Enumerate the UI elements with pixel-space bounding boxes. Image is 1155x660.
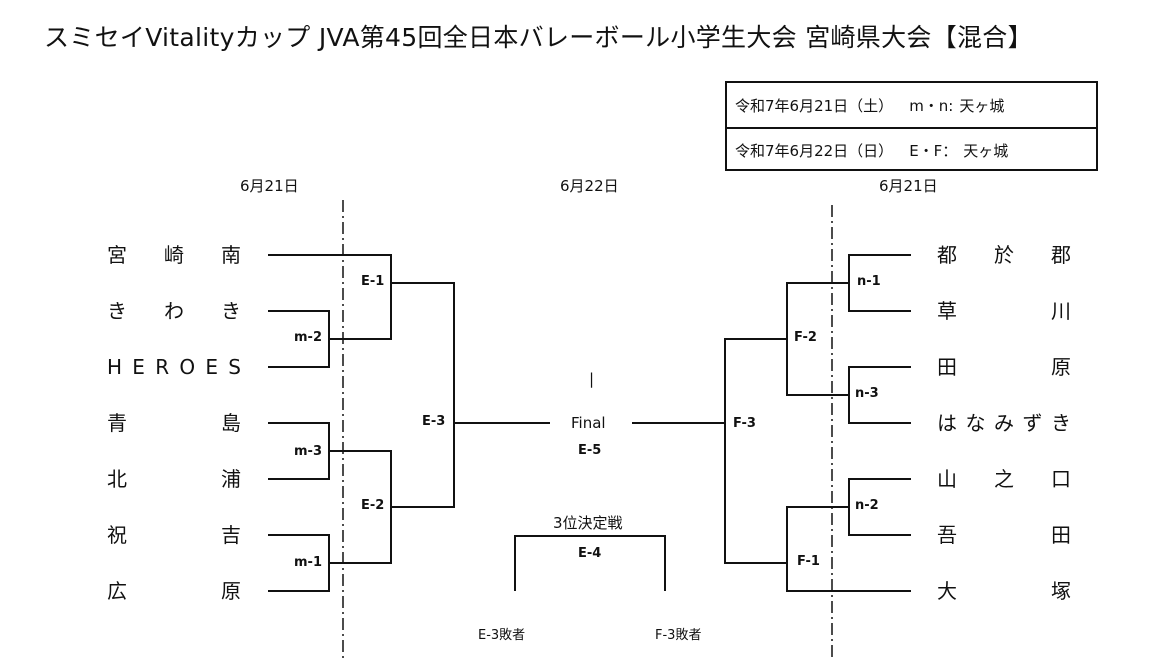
match-label-n3: n-3 <box>855 386 879 401</box>
team-char: 塚 <box>1051 579 1071 603</box>
date-left: 6月21日 <box>240 177 299 195</box>
team-char: 北 <box>107 467 127 491</box>
team-left: 北浦 <box>107 467 241 491</box>
team-left: きわき <box>107 299 241 323</box>
team-char: 田 <box>1051 523 1071 547</box>
match-label-e4: E-4 <box>578 546 602 561</box>
schedule-row: 令和7年6月21日（土） m・n: 天ヶ城 <box>727 83 1096 127</box>
match-label-m3: m-3 <box>294 444 322 459</box>
team-char: わ <box>164 299 184 323</box>
date-right: 6月21日 <box>879 177 938 195</box>
third-place-title: 3位決定戦 <box>553 514 623 532</box>
page-title: スミセイVitalityカップ JVA第45回全日本バレーボール小学生大会 宮崎… <box>44 23 1033 52</box>
match-f1-line <box>786 506 911 592</box>
match-label-m1: m-1 <box>294 555 322 570</box>
schedule-date: 令和7年6月22日（日） <box>735 141 894 160</box>
team-right: 都於郡 <box>937 243 1071 267</box>
team-char: 南 <box>221 243 241 267</box>
team-right: 田原 <box>937 355 1071 379</box>
third-place-line <box>514 535 666 591</box>
team-char: 吉 <box>221 523 241 547</box>
schedule-row: 令和7年6月22日（日） E・F： 天ヶ城 <box>727 127 1096 171</box>
team-right: はなみずき <box>937 411 1071 435</box>
match-label-n2: n-2 <box>855 498 879 513</box>
team-char: 崎 <box>164 243 184 267</box>
team-left: 宮崎南 <box>107 243 241 267</box>
team-char: R <box>155 355 170 379</box>
team-right: 大塚 <box>937 579 1071 603</box>
team-char: ず <box>1022 411 1043 435</box>
match-label-f2: F-2 <box>794 330 817 345</box>
schedule-date: 令和7年6月21日（土） <box>735 96 894 115</box>
team-char: 宮 <box>107 243 127 267</box>
team-char: 田 <box>937 355 957 379</box>
team-char: 山 <box>937 467 957 491</box>
match-e3-line <box>391 282 455 508</box>
team-right: 吾田 <box>937 523 1071 547</box>
team-left: 青島 <box>107 411 241 435</box>
team-char: 島 <box>221 411 241 435</box>
match-label-e2: E-2 <box>361 498 385 513</box>
match-label-e5: E-5 <box>578 443 602 458</box>
team-char: 郡 <box>1051 243 1071 267</box>
match-label-f3: F-3 <box>733 416 756 431</box>
team-char: O <box>179 355 196 379</box>
team-char: 於 <box>994 243 1014 267</box>
match-label-f1: F-1 <box>797 554 820 569</box>
team-char: E <box>132 355 145 379</box>
team-char: H <box>107 355 123 379</box>
team-char: き <box>221 299 241 323</box>
match-label-e1: E-1 <box>361 274 385 289</box>
schedule-matches: m・n: <box>909 96 954 115</box>
team-char: 浦 <box>221 467 241 491</box>
team-char: な <box>965 411 986 435</box>
team-char: 原 <box>1051 355 1071 379</box>
team-char: 原 <box>221 579 241 603</box>
team-right: 山之口 <box>937 467 1071 491</box>
match-label-e3: E-3 <box>422 414 446 429</box>
team-char: 口 <box>1051 467 1071 491</box>
team-right: 草川 <box>937 299 1071 323</box>
team-char: き <box>107 299 127 323</box>
team-left: 広原 <box>107 579 241 603</box>
final-label: Final <box>571 414 606 432</box>
team-char: S <box>228 355 241 379</box>
team-char: 川 <box>1051 299 1071 323</box>
schedule-venue: 天ヶ城 <box>959 96 1005 115</box>
match-label-n1: n-1 <box>857 274 881 289</box>
team-char: 大 <box>937 579 957 603</box>
date-center: 6月22日 <box>560 177 619 195</box>
schedule-table: 令和7年6月21日（土） m・n: 天ヶ城 令和7年6月22日（日） E・F： … <box>725 81 1098 171</box>
schedule-matches: E・F： <box>909 141 958 160</box>
schedule-venue: 天ヶ城 <box>963 141 1009 160</box>
team-char: 青 <box>107 411 127 435</box>
team-char: 広 <box>107 579 127 603</box>
team-char: E <box>205 355 218 379</box>
team-char: 都 <box>937 243 957 267</box>
third-place-right-entry: F-3敗者 <box>655 628 702 643</box>
team-left: 祝吉 <box>107 523 241 547</box>
team-char: 祝 <box>107 523 127 547</box>
team-char: は <box>937 411 957 435</box>
team-char: 之 <box>994 467 1014 491</box>
match-e1-line <box>268 254 392 340</box>
team-char: き <box>1051 411 1071 435</box>
final-mark: | <box>589 370 595 388</box>
team-char: 草 <box>937 299 957 323</box>
team-char: 吾 <box>937 523 957 547</box>
match-label-m2: m-2 <box>294 330 322 345</box>
third-place-left-entry: E-3敗者 <box>478 628 526 643</box>
match-f3-line <box>724 338 787 564</box>
team-char: み <box>994 411 1014 435</box>
